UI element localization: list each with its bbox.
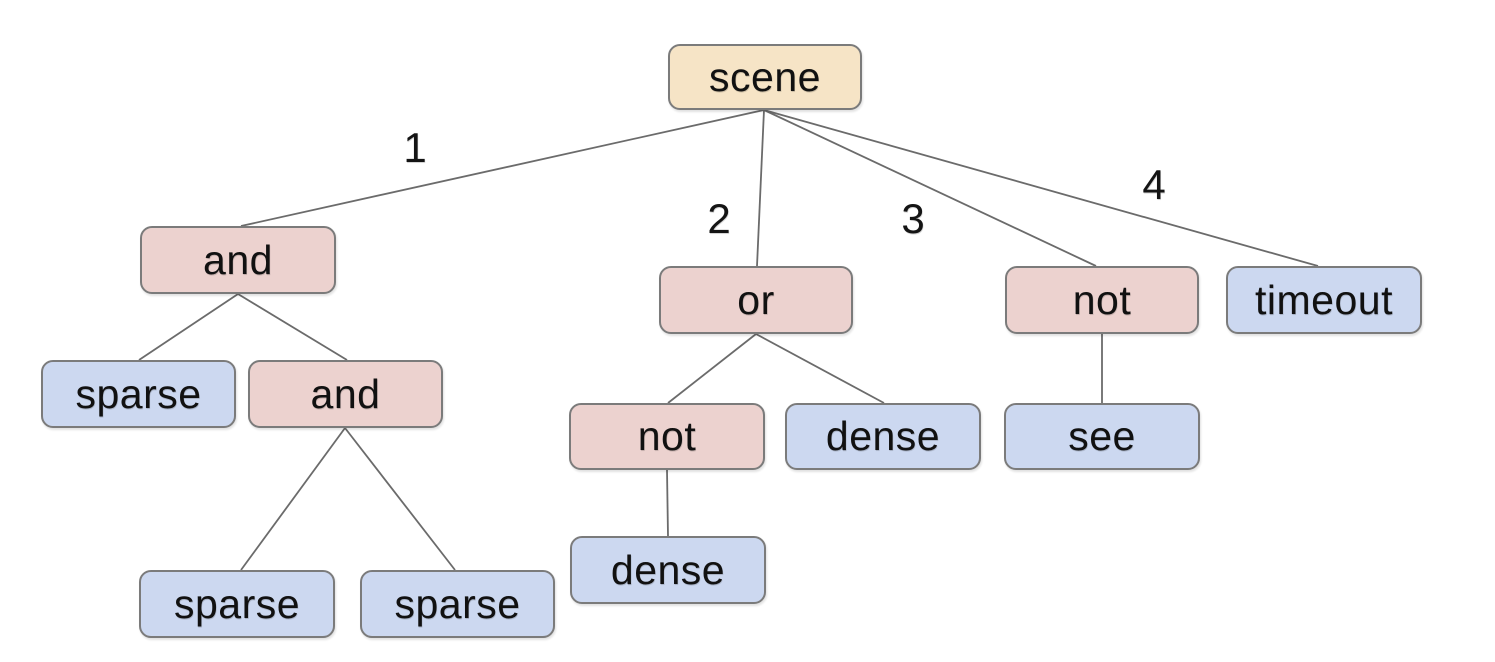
tree-node-timeout: timeout xyxy=(1226,266,1422,334)
tree-node-dense-2: dense xyxy=(570,536,766,604)
node-label: not xyxy=(637,413,697,459)
node-label: dense xyxy=(825,413,941,459)
tree-node-sparse-2: sparse xyxy=(139,570,335,638)
tree-edge-or-1-dense-1 xyxy=(755,333,885,404)
node-label: dense xyxy=(610,546,726,593)
node-label: see xyxy=(1068,413,1136,459)
node-label: sparse xyxy=(173,580,301,627)
node-label: and xyxy=(203,236,273,283)
node-label: not xyxy=(1072,276,1132,323)
tree-node-see: see xyxy=(1004,403,1200,470)
tree-node-sparse-1: sparse xyxy=(41,360,236,428)
node-label: timeout xyxy=(1255,276,1393,323)
node-label: sparse xyxy=(394,580,521,627)
edge-label-4: 4 xyxy=(1142,161,1166,208)
tree-node-and-1: and xyxy=(140,226,336,294)
edge-label-3: 3 xyxy=(901,195,925,242)
tree-edge-or-1-not-2 xyxy=(667,333,757,404)
tree-edge-scene-and-1 xyxy=(240,109,765,227)
tree-edge-and-2-sparse-2 xyxy=(240,427,346,571)
tree-node-sparse-3: sparse xyxy=(360,570,555,638)
tree-edge-and-2-sparse-3 xyxy=(344,427,456,571)
tree-node-scene: scene xyxy=(668,44,862,110)
edge-label-1: 1 xyxy=(403,124,427,171)
node-label: or xyxy=(737,276,775,323)
tree-edge-and-1-sparse-1 xyxy=(138,293,239,361)
tree-node-dense-1: dense xyxy=(785,403,981,470)
node-label: sparse xyxy=(75,370,202,417)
tree-edge-scene-not-1 xyxy=(763,109,1097,267)
tree-edge-scene-timeout xyxy=(763,109,1319,267)
tree-edge-not-2-dense-2 xyxy=(666,469,669,537)
tree-node-not-2: not xyxy=(569,403,765,470)
node-label: and xyxy=(310,370,381,417)
node-label: scene xyxy=(709,53,821,100)
tree-node-and-2: and xyxy=(248,360,443,428)
tree-node-or-1: or xyxy=(659,266,853,334)
edge-label-2: 2 xyxy=(707,195,731,242)
tree-edge-and-1-and-2 xyxy=(237,293,348,361)
tree-edge-scene-or-1 xyxy=(756,109,765,267)
tree-node-not-1: not xyxy=(1005,266,1199,334)
